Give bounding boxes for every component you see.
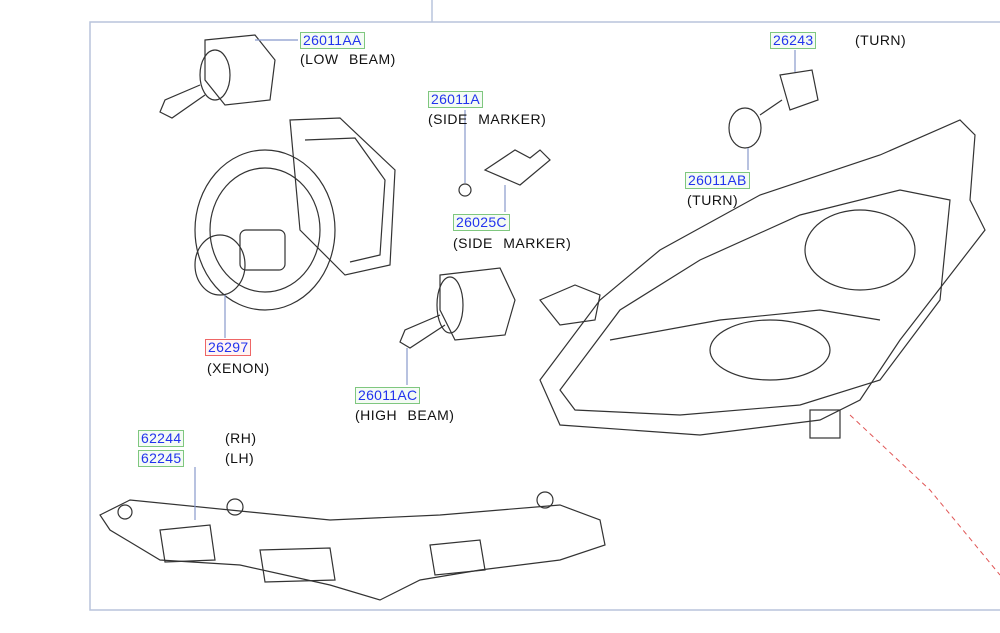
part-number-26243[interactable]: 26243 — [770, 32, 817, 49]
mounting-bracket — [99, 467, 606, 601]
headlamp-housing — [539, 119, 986, 439]
part-desc: (TURN) — [687, 192, 739, 208]
part-number-26297[interactable]: 26297 — [205, 339, 252, 356]
xenon-bulb-assembly — [194, 117, 396, 338]
part-number-26011AA[interactable]: 26011AA — [300, 32, 365, 49]
part-desc: (LH) — [225, 450, 255, 466]
part-number-26011A[interactable]: 26011A — [428, 91, 484, 108]
part-desc: (RH) — [225, 430, 257, 446]
part-number-62245[interactable]: 62245 — [138, 450, 185, 467]
high-beam-bulb — [399, 267, 516, 385]
part-number-26011AC[interactable]: 26011AC — [355, 387, 421, 404]
low-beam-bulb — [159, 34, 298, 119]
turn-bulb — [728, 50, 819, 170]
part-number-26011AB[interactable]: 26011AB — [685, 172, 750, 189]
leader-line — [849, 414, 1000, 576]
part-number-26025C[interactable]: 26025C — [453, 214, 510, 231]
part-desc: (HIGH BEAM) — [355, 407, 455, 423]
part-desc: (LOW BEAM) — [300, 51, 396, 67]
frame — [89, 0, 1000, 611]
part-desc: (SIDE MARKER) — [428, 111, 547, 127]
part-desc: (SIDE MARKER) — [453, 235, 572, 251]
part-desc: (XENON) — [207, 360, 270, 376]
part-desc: (TURN) — [855, 32, 907, 48]
part-number-62244[interactable]: 62244 — [138, 430, 185, 447]
side-marker-bulb — [458, 110, 551, 212]
